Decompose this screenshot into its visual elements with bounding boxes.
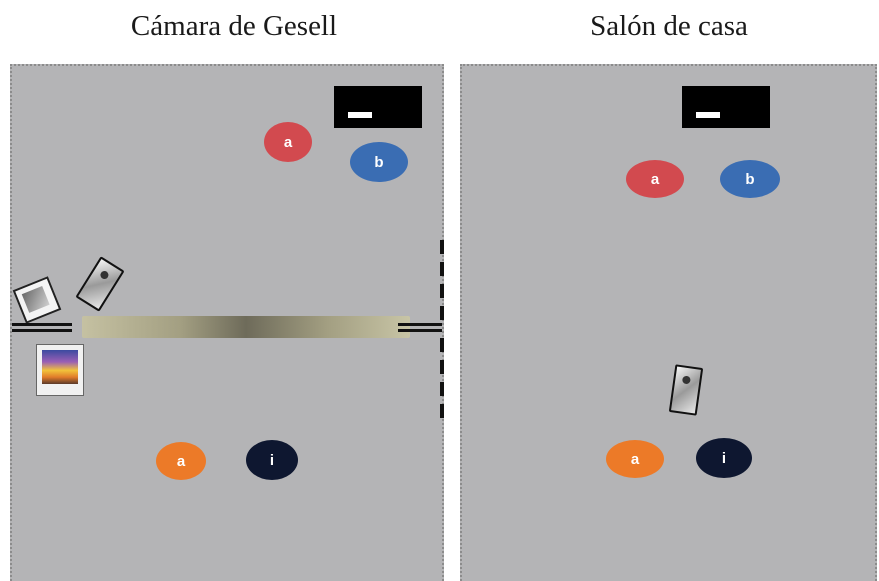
wall-right-segment-top (398, 323, 442, 326)
person-a-observer: a (264, 122, 312, 162)
door-dash (440, 382, 444, 396)
title-gesell-chamber: Cámara de Gesell (130, 10, 338, 42)
door-dash (440, 306, 444, 320)
person-a-observer: a (626, 160, 684, 198)
wall-left-segment-top (12, 323, 72, 326)
camera-icon (75, 256, 125, 312)
person-a-interviewer: a (606, 440, 664, 478)
wall-right-segment-bottom (398, 329, 442, 332)
living-room: a b a i (460, 64, 877, 581)
person-a-interviewer: a (156, 442, 206, 480)
person-b-observer: b (350, 142, 408, 182)
monitor-screen (42, 350, 78, 384)
person-i-interviewee: i (246, 440, 298, 480)
door-dash (440, 284, 444, 298)
door-icon (440, 240, 444, 254)
door-dash (440, 338, 444, 352)
camera-icon (668, 364, 704, 416)
tv-icon (682, 86, 770, 128)
title-living-room: Salón de casa (590, 10, 748, 42)
tv-icon (334, 86, 422, 128)
monitor-icon (36, 344, 84, 396)
wall-left-segment-bottom (12, 329, 72, 332)
door-dash (440, 262, 444, 276)
recording-device-icon (12, 276, 62, 324)
gesell-chamber-room: a b a i (10, 64, 444, 581)
door-dash (440, 360, 444, 374)
door-dash (440, 404, 444, 418)
one-way-mirror (82, 316, 410, 338)
person-i-interviewee: i (696, 438, 752, 478)
person-b-observer: b (720, 160, 780, 198)
